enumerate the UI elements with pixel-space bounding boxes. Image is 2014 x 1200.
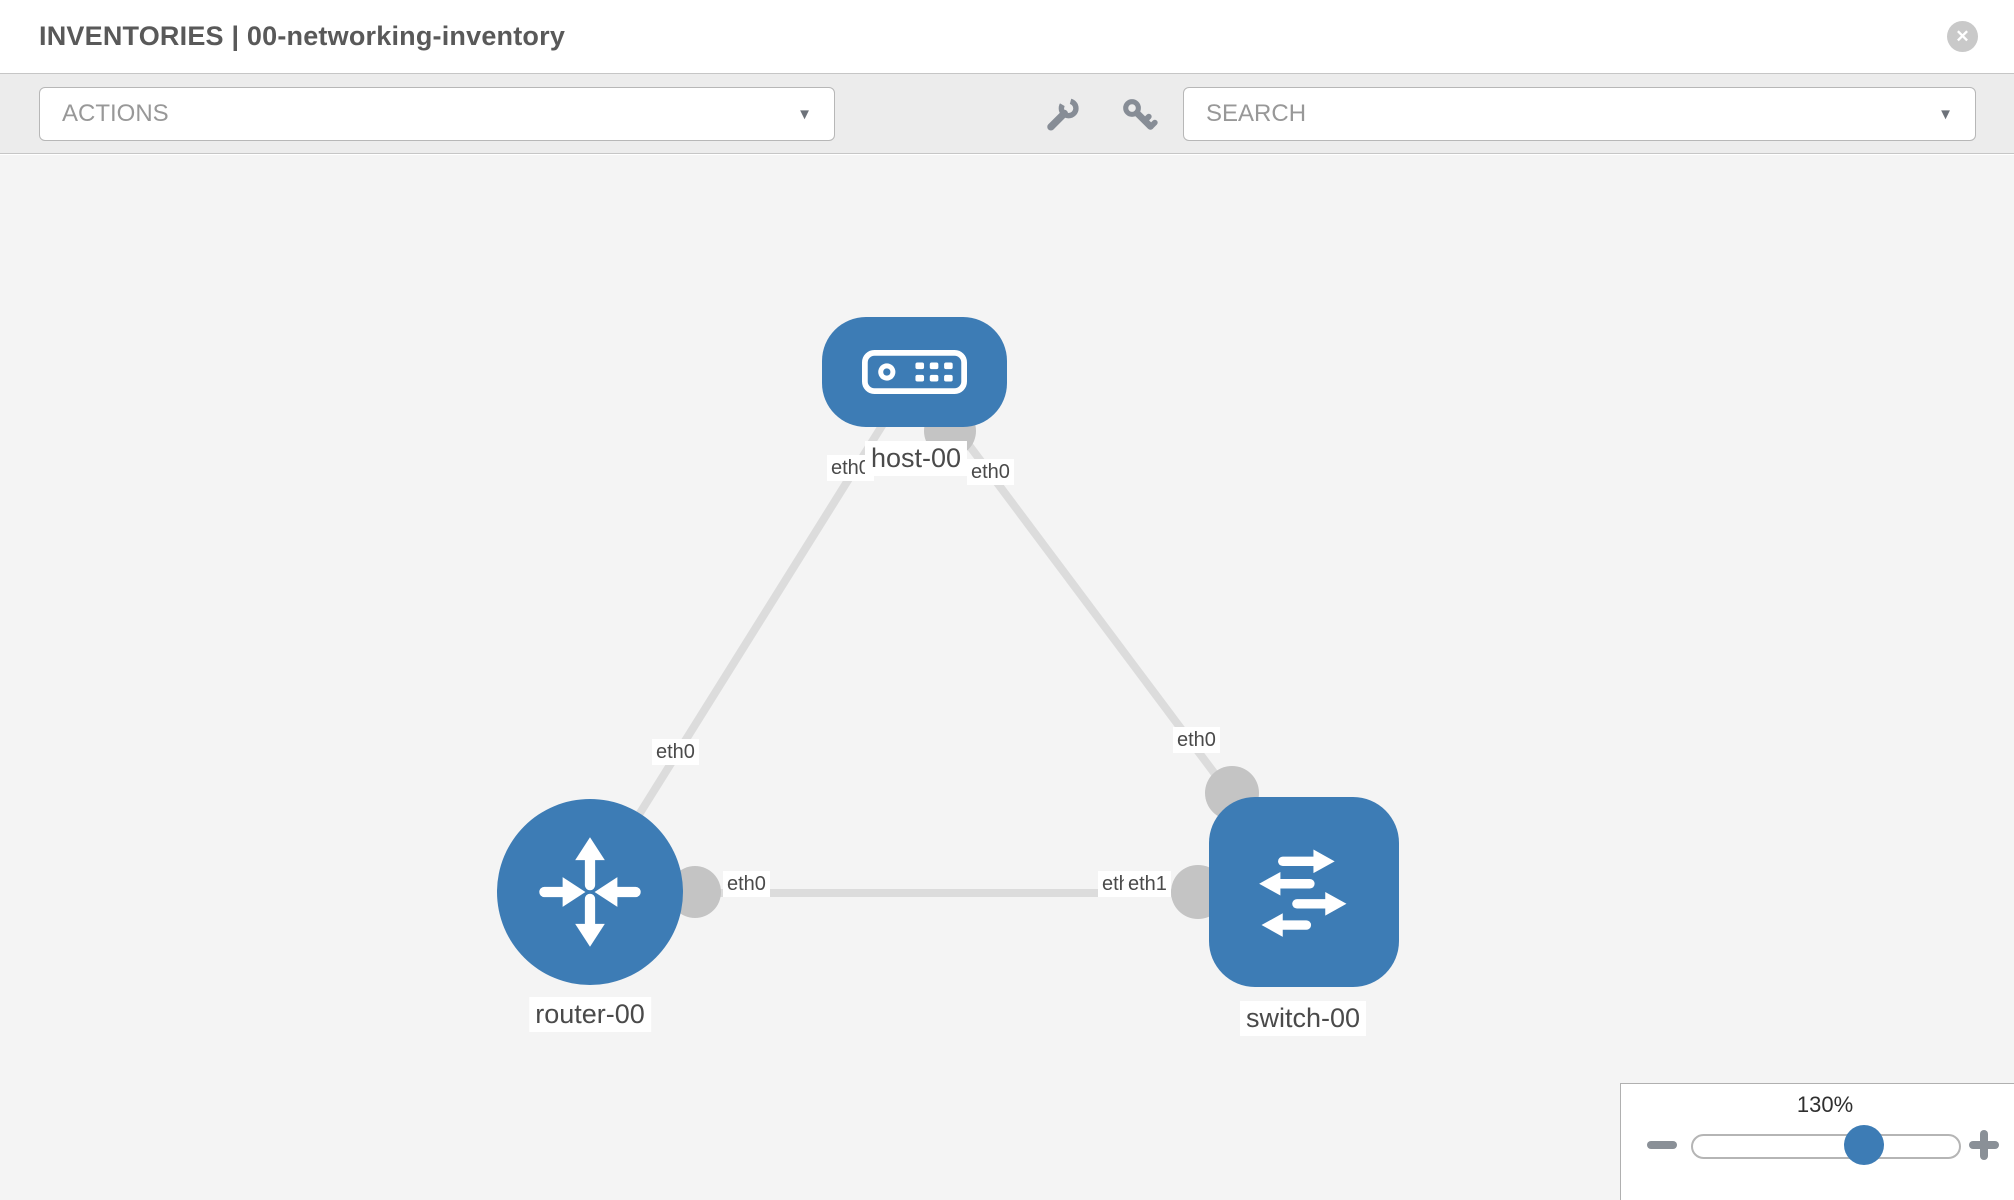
zoom-slider-track[interactable] [1691, 1134, 1961, 1159]
key-button[interactable] [1117, 93, 1161, 137]
node-label-router: router-00 [529, 997, 651, 1032]
search-dropdown[interactable]: SEARCH ▼ [1183, 87, 1976, 141]
node-label-switch: switch-00 [1239, 1001, 1367, 1036]
node-switch-00[interactable] [1209, 797, 1399, 987]
zoom-level: 130% [1796, 1092, 1854, 1117]
topology-edges [586, 370, 1308, 919]
close-icon: ✕ [1955, 27, 1970, 46]
plus-icon [1980, 1130, 1988, 1160]
topology-canvas[interactable]: eth0 eth0 eth0 eth0 eth0 eth0 eth1 host-… [0, 155, 2014, 1200]
interface-label: eth0 [723, 871, 770, 897]
host-icon [862, 350, 967, 394]
interface-label: eth0 [1173, 727, 1220, 753]
node-label-host: host-00 [864, 441, 968, 476]
interface-label: eth0 [967, 459, 1014, 485]
zoom-panel: 130% [1620, 1083, 2014, 1200]
wrench-button[interactable] [1040, 93, 1084, 137]
chevron-down-icon: ▼ [1938, 105, 1953, 123]
actions-dropdown-label: ACTIONS [62, 100, 169, 127]
interface-label: eth1 [1124, 871, 1171, 897]
zoom-slider-thumb[interactable] [1844, 1125, 1884, 1165]
page-title: INVENTORIES | 00-networking-inventory [39, 21, 566, 51]
wrench-icon [1047, 95, 1079, 131]
key-icon [1123, 98, 1158, 130]
toolbar-tools [1040, 74, 1161, 155]
node-router-00[interactable] [497, 799, 683, 985]
zoom-out-button[interactable] [1645, 1131, 1681, 1159]
interface-label: eth0 [652, 739, 699, 765]
close-button[interactable]: ✕ [1947, 21, 1978, 52]
node-host-00[interactable] [822, 317, 1007, 427]
actions-dropdown[interactable]: ACTIONS ▼ [39, 87, 835, 141]
minus-icon [1647, 1141, 1677, 1149]
zoom-in-button[interactable] [1967, 1128, 2001, 1162]
router-icon [539, 837, 641, 947]
toolbar: ACTIONS ▼ SEARCH ▼ [0, 73, 2014, 154]
search-dropdown-label: SEARCH [1206, 100, 1307, 127]
chevron-down-icon: ▼ [797, 105, 812, 123]
header: INVENTORIES | 00-networking-inventory ✕ [0, 0, 2014, 73]
switch-icon [1259, 849, 1347, 937]
